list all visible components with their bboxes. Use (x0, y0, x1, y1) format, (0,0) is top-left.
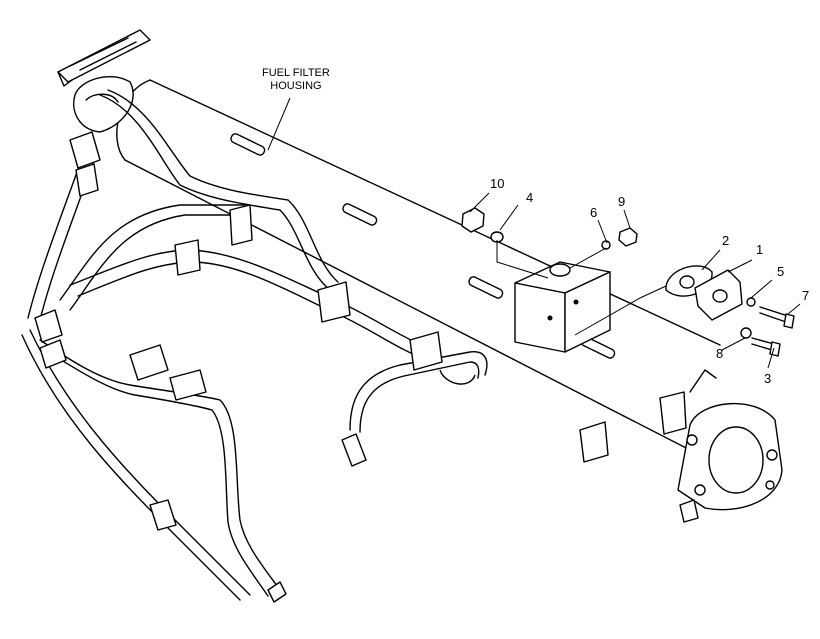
fuel-line-middle (59, 204, 441, 363)
part-label-7: 7 (802, 288, 810, 303)
callout-line-1: FUEL FILTER (262, 67, 330, 79)
assembly-lines (496, 240, 667, 336)
fuel-line-upper (27, 89, 339, 321)
leader-lines (267, 97, 801, 369)
line-fittings (34, 131, 207, 531)
part-label-4: 4 (526, 190, 534, 205)
washer-6 (601, 240, 611, 250)
end-plate-left (57, 29, 151, 133)
washer-8 (740, 327, 752, 339)
part-label-10: 10 (490, 176, 505, 191)
part-label-3: 3 (764, 371, 772, 386)
nut-9 (618, 227, 638, 247)
part-label-9: 9 (618, 194, 626, 209)
line-clamps (174, 204, 717, 463)
adapter-1 (694, 269, 743, 321)
part-label-8: 8 (716, 346, 724, 361)
callout-fuel-filter-housing: FUEL FILTER HOUSING (262, 67, 330, 93)
washer-5 (746, 297, 756, 307)
return-line-right (341, 351, 488, 467)
nut-10 (461, 207, 485, 233)
part-label-6: 6 (590, 205, 598, 220)
part-label-2: 2 (722, 233, 730, 248)
part-label-5: 5 (777, 264, 785, 279)
bolt-7 (759, 306, 795, 329)
fuel-filter-housing (116, 79, 721, 451)
mounting-block (514, 261, 611, 353)
callout-line-2: HOUSING (270, 80, 322, 92)
bolt-3 (751, 337, 781, 357)
end-flange-right (677, 402, 783, 523)
part-label-1: 1 (756, 242, 764, 257)
